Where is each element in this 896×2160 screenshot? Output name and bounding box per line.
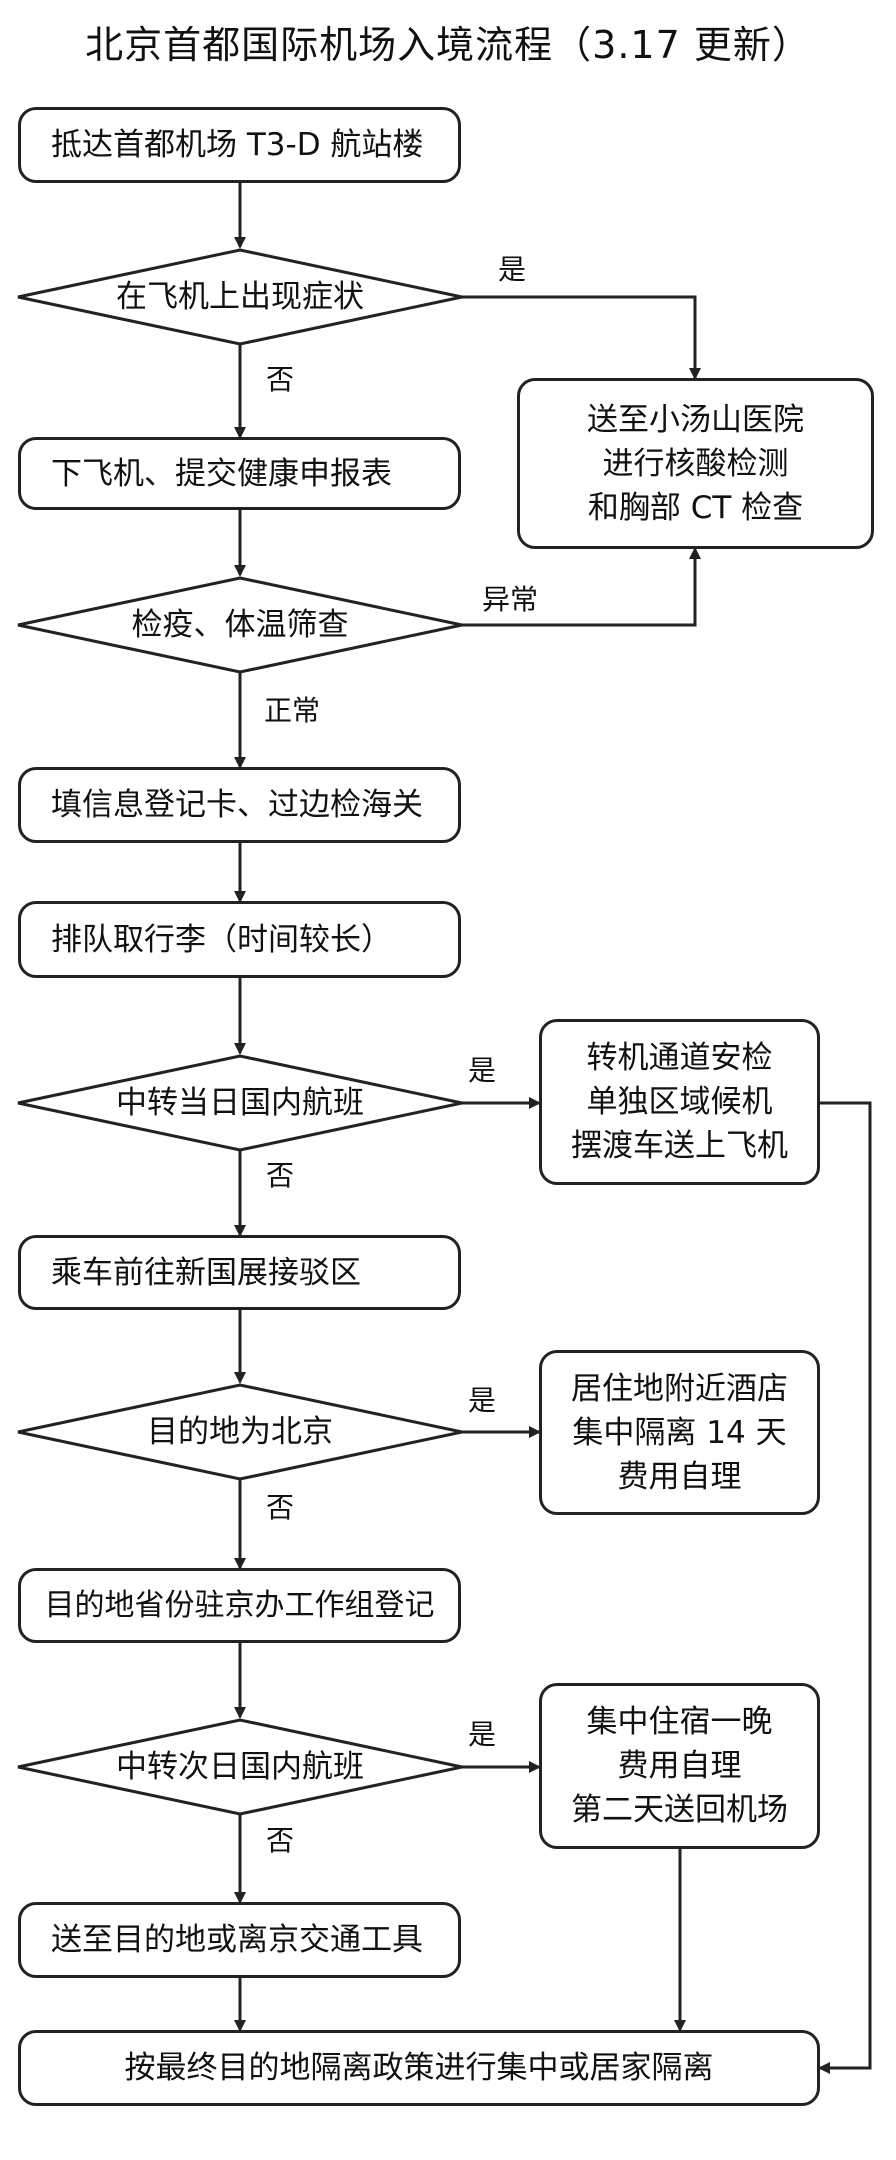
step-transfer-next-day: 中转次日国内航班 xyxy=(116,1749,364,1785)
label-symptoms-yes: 是 xyxy=(498,253,527,286)
step-transfer-same-day: 中转当日国内航班 xyxy=(116,1085,364,1121)
side-overnight: 集中住宿一晚 费用自理 第二天送回机场 xyxy=(539,1683,820,1849)
step-customs: 填信息登记卡、过边检海关 xyxy=(18,767,461,843)
arrow-symptoms-yes xyxy=(462,295,701,380)
step-to-exhibition: 乘车前往新国展接驳区 xyxy=(18,1235,461,1310)
step-luggage: 排队取行李（时间较长） xyxy=(18,901,461,978)
side-hotel-line-2: 集中隔离 14 天 xyxy=(572,1414,787,1451)
side-transfer-line-1: 转机通道安检 xyxy=(586,1040,773,1076)
page-title: 北京首都国际机场入境流程（3.17 更新） xyxy=(85,23,811,67)
arrow-screening-abnormal xyxy=(462,547,701,627)
side-hospital-line-3: 和胸部 CT 检查 xyxy=(587,489,804,526)
label-screening-normal: 正常 xyxy=(264,694,321,727)
label-symptoms-no: 否 xyxy=(266,363,295,396)
label-nextday-no: 否 xyxy=(266,1824,295,1857)
side-overnight-line-1: 集中住宿一晚 xyxy=(586,1704,773,1740)
side-hospital-line-1: 送至小汤山医院 xyxy=(587,401,804,438)
step-arrive: 抵达首都机场 T3-D 航站楼 xyxy=(18,107,461,183)
side-hospital: 送至小汤山医院 进行核酸检测 和胸部 CT 检查 xyxy=(517,378,874,549)
step-final: 按最终目的地隔离政策进行集中或居家隔离 xyxy=(18,2030,820,2106)
step-screening: 检疫、体温筛查 xyxy=(131,607,349,643)
label-transfer-yes: 是 xyxy=(468,1054,497,1087)
label-nextday-yes: 是 xyxy=(468,1718,497,1751)
label-beijing-no: 否 xyxy=(266,1491,295,1524)
side-transfer-security: 转机通道安检 单独区域候机 摆渡车送上飞机 xyxy=(539,1019,820,1185)
side-overnight-line-3: 第二天送回机场 xyxy=(571,1792,788,1828)
label-beijing-yes: 是 xyxy=(468,1384,497,1417)
side-transfer-line-3: 摆渡车送上飞机 xyxy=(571,1128,788,1164)
arrow-security-to-final xyxy=(818,1101,872,2074)
step-declare: 下飞机、提交健康申报表 xyxy=(18,437,461,510)
side-transfer-line-2: 单独区域候机 xyxy=(586,1084,773,1120)
side-hotel-line-1: 居住地附近酒店 xyxy=(571,1370,788,1407)
step-register: 目的地省份驻京办工作组登记 xyxy=(18,1568,461,1643)
step-send-transport: 送至目的地或离京交通工具 xyxy=(18,1902,461,1978)
step-symptoms: 在飞机上出现症状 xyxy=(116,279,364,315)
step-dest-beijing: 目的地为北京 xyxy=(147,1414,333,1450)
side-overnight-line-2: 费用自理 xyxy=(617,1748,742,1784)
side-hotel: 居住地附近酒店 集中隔离 14 天 费用自理 xyxy=(539,1350,820,1515)
side-hotel-line-3: 费用自理 xyxy=(617,1458,742,1495)
side-hospital-line-2: 进行核酸检测 xyxy=(602,445,789,482)
label-screening-abnormal: 异常 xyxy=(482,583,539,616)
label-transfer-no: 否 xyxy=(266,1159,295,1192)
